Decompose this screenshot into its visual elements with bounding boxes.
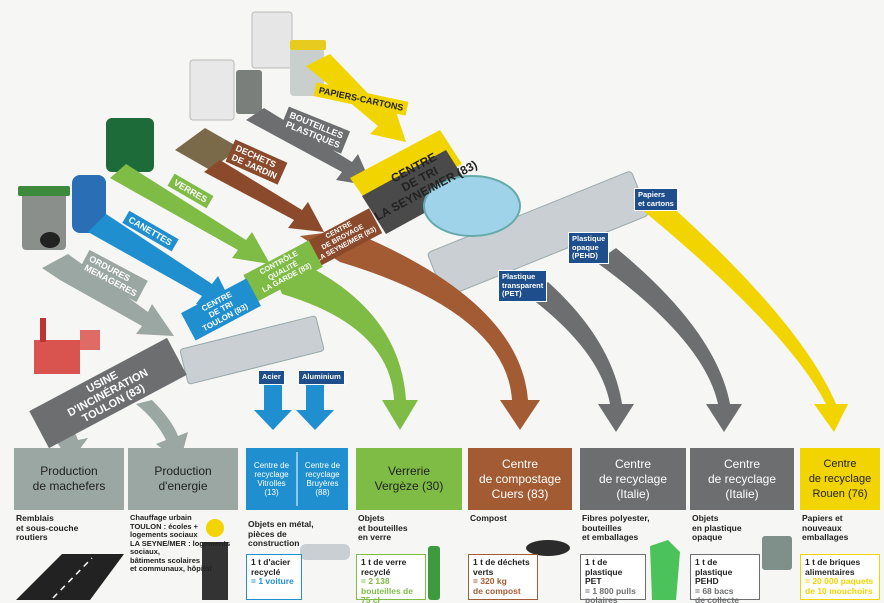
road-illustration [16, 554, 124, 600]
tag-acier: Acier [258, 370, 285, 385]
dest-verrerie-title: Verrerie Vergèze (30) [374, 464, 444, 493]
dest-italie-pehd-title: Centre de recyclage (Italie) [707, 456, 777, 501]
dest-italie-pet-title: Centre de recyclage (Italie) [598, 456, 668, 501]
equiv-pet-box: 1 t de plastique PET = 1 800 pulls polai… [580, 554, 646, 603]
arrow-jardin [204, 160, 324, 232]
arrow-aluminium [296, 376, 334, 430]
equiv-compost-box: 1 t de déchets verts = 320 kg de compost [468, 554, 538, 600]
arrow-pet [528, 282, 634, 432]
equiv-acier-box: 1 t d'acier recyclé = 1 voiture [246, 554, 302, 600]
dest-verre-desc: Objets et bouteilles en verre [358, 513, 408, 542]
dest-vitrolles-title: Centre de recyclage Vitrolles (13) [253, 461, 290, 497]
equiv-verre-box: 1 t de verre recyclé = 2 138 bouteilles … [356, 554, 426, 603]
arrow-canettes [88, 214, 236, 312]
equiv-verre-qty: 1 t de verre recyclé [361, 557, 407, 577]
arrow-bouteilles [246, 108, 372, 186]
tag-aluminium: Aluminium [298, 370, 345, 385]
equiv-rouen-qty: 1 t de briques alimentaires [805, 557, 861, 577]
arrow-pehd [596, 248, 742, 432]
dest-energie-desc: Chauffage urbain TOULON : écoles + logem… [130, 513, 231, 573]
equiv-pehd-box: 1 t de plastique PEHD = 68 bacs de colle… [690, 554, 760, 603]
arrow-acier [254, 376, 292, 430]
dest-compost-desc: Compost [470, 513, 507, 523]
car-illustration [300, 544, 350, 560]
dest-machefers-desc: Remblais et sous-couche routiers [16, 513, 79, 542]
dest-machefers-title: Production de machefers [32, 464, 106, 493]
dest-metal-desc: Objets en métal, pièces de construction [248, 519, 314, 548]
arrow-ordures [42, 254, 174, 336]
factory-illustration [34, 318, 100, 374]
compost-illustration [526, 540, 570, 556]
equiv-pehd-qty: 1 t de plastique PEHD [695, 557, 733, 586]
equiv-rouen-result: = 20 000 paquets de 10 mouchoirs [805, 576, 874, 596]
dest-bruyeres-title: Centre de recyclage Bruyères (88) [304, 461, 341, 497]
equiv-rouen-box: 1 t de briques alimentaires = 20 000 paq… [800, 554, 880, 600]
equiv-compost-qty: 1 t de déchets verts [473, 557, 530, 577]
bottle-illustration [428, 546, 440, 600]
dest-compostage-title: Centre de compostage Cuers (83) [478, 456, 562, 501]
arrow-energie [136, 400, 188, 462]
tag-pehd: Plastique opaque (PEHD) [568, 232, 610, 264]
equiv-pet-qty: 1 t de plastique PET [585, 557, 623, 586]
dest-pehd-desc: Objets en plastique opaque [692, 513, 742, 542]
fleece-illustration [650, 540, 680, 600]
arrow-verres [110, 164, 270, 264]
arrow-rouen [640, 196, 848, 432]
dest-rouen-title: Centre de recyclage Rouen (76) [808, 457, 872, 500]
equiv-verre-result: = 2 138 bouteilles de 75 cl [361, 576, 413, 603]
tag-pet: Plastique transparent (PET) [498, 270, 548, 302]
equiv-pehd-result: = 68 bacs de collecte [695, 585, 739, 603]
dest-rouen-desc: Papiers et nouveaux emballages [802, 513, 849, 542]
tag-papiers-cartons: Papiers et cartons [634, 188, 678, 211]
bac-illustration [762, 536, 792, 570]
equiv-acier-result: = 1 voiture [251, 576, 294, 586]
equiv-acier-qty: 1 t d'acier recyclé [251, 557, 291, 577]
dest-energie-title: Production d'energie [154, 464, 212, 493]
building-illustration [202, 542, 228, 600]
equiv-pet-result: = 1 800 pulls polaires [585, 585, 636, 603]
dest-pet-desc: Fibres polyester, bouteilles et emballag… [582, 513, 650, 542]
equiv-compost-result: = 320 kg de compost [473, 576, 521, 596]
